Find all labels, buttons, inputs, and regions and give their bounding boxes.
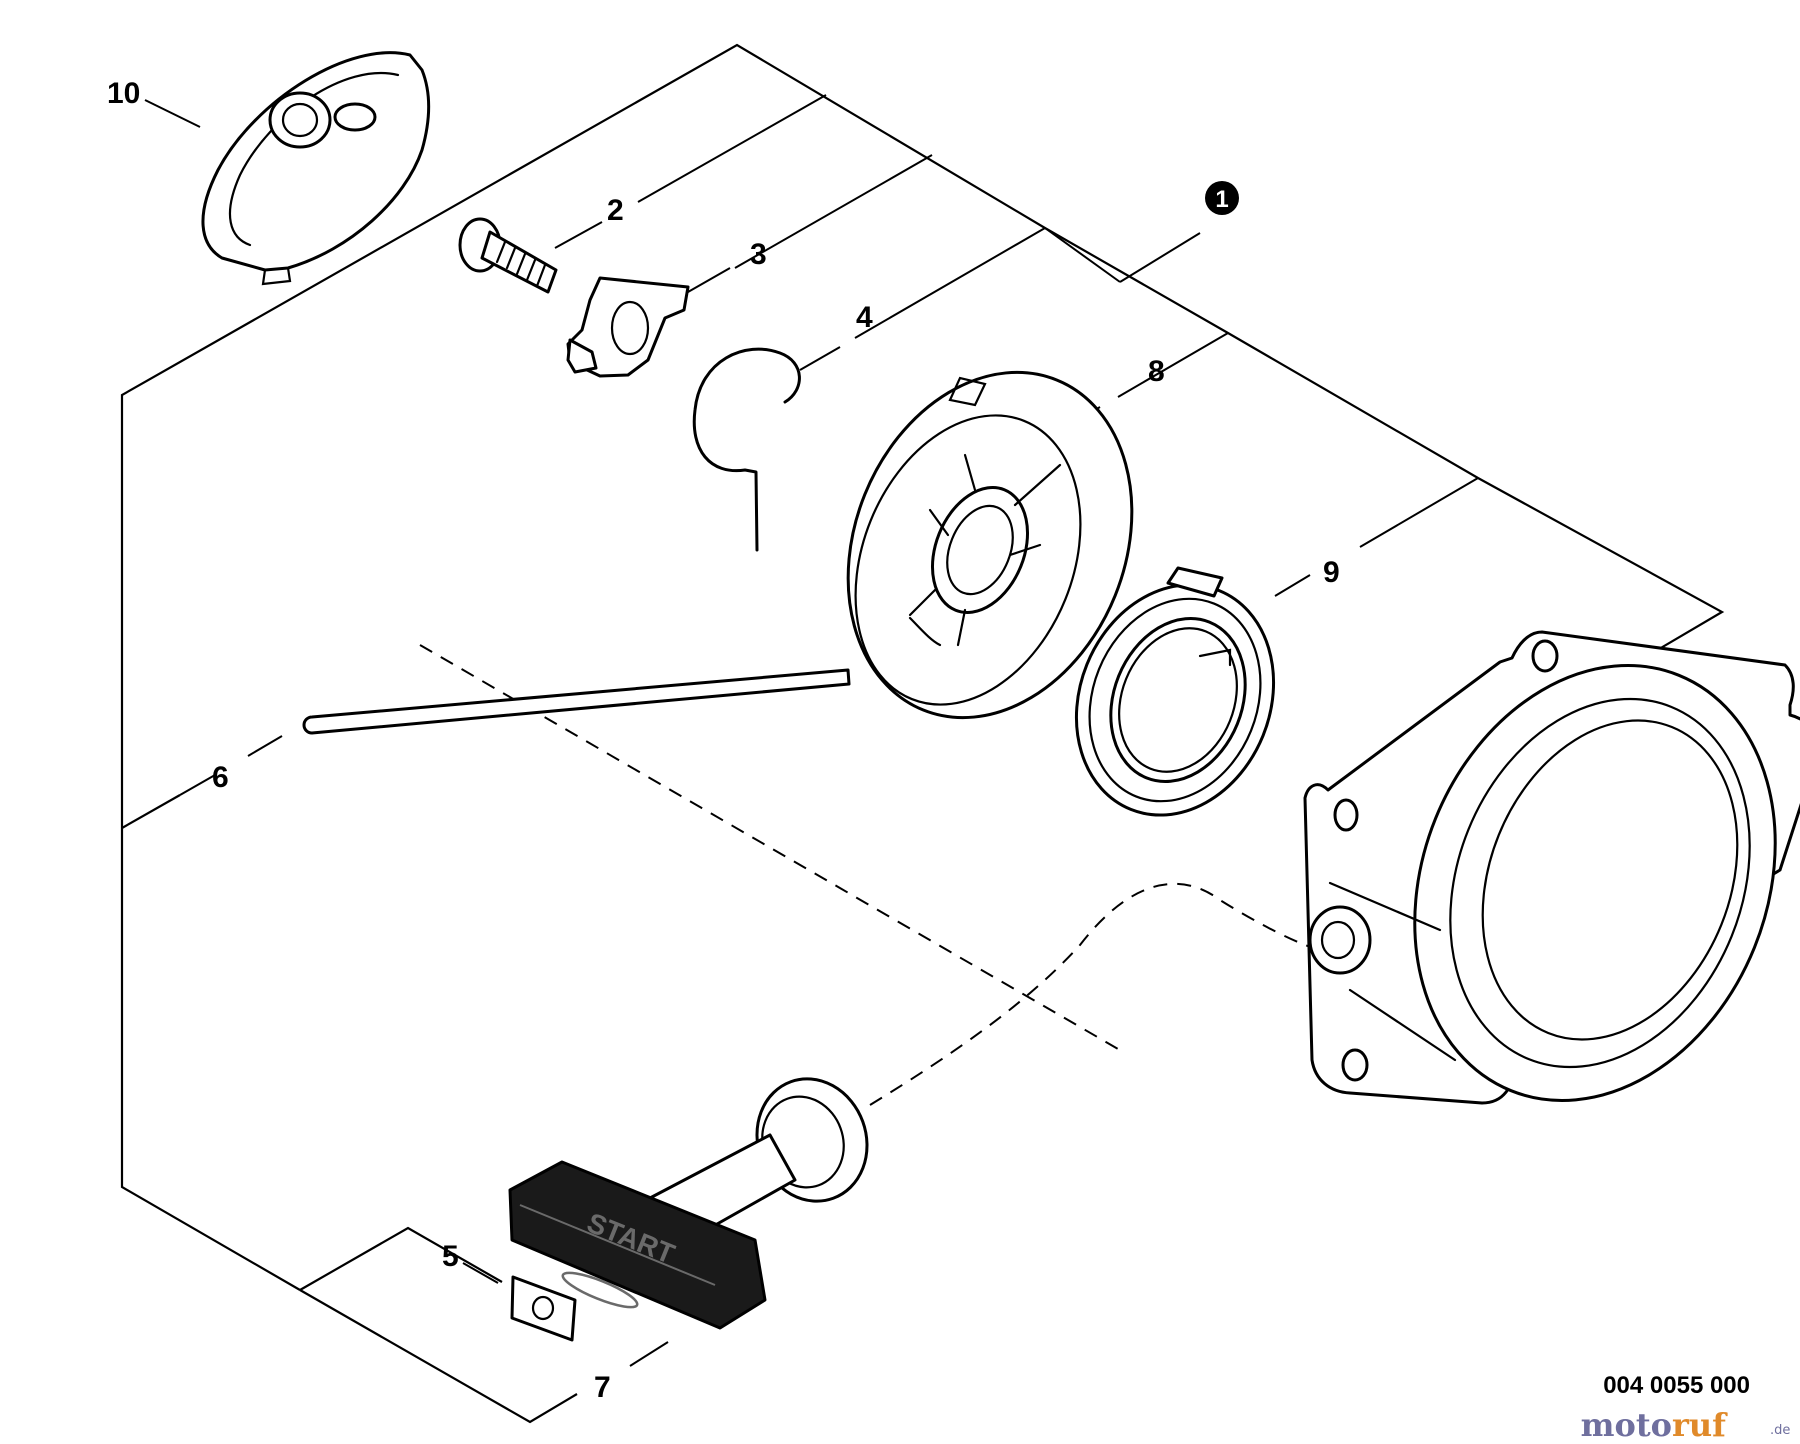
starter-rope-part-6 [302,668,851,735]
callout-4: 4 [856,301,873,334]
watermark-part-2: ruf [1672,1406,1728,1444]
callout-3: 3 [750,238,767,271]
callout-6: 6 [212,761,229,794]
pawl-carrier-part-10 [201,51,431,286]
assembly-number: 1 [1215,186,1228,213]
starter-housing [1303,630,1800,1105]
assembly-badge: 1 [1205,181,1239,215]
callout-7: 7 [594,1371,611,1404]
insert-part-5 [510,1275,577,1342]
callout-2: 2 [607,194,624,227]
rope-pulley-part-8 [846,370,1134,720]
screw-part-2 [458,217,558,294]
callout-8: 8 [1148,355,1165,388]
watermark: moto ruf .de [1581,1406,1791,1444]
pawl-part-3 [566,276,690,378]
starter-rope-path [869,882,1321,1106]
callout-5: 5 [442,1240,459,1273]
callout-labels: 10 2 3 4 8 9 6 5 7 [107,77,1340,1404]
watermark-suffix: .de [1770,1423,1790,1438]
leader-lines [144,94,1479,1367]
center-axis [419,644,1126,1054]
drawing-number: 004 0055 000 [1603,1372,1750,1399]
watermark-part-1: moto [1581,1406,1672,1444]
callout-10: 10 [107,77,140,110]
handle-part-7: START [508,1077,869,1330]
spring-clip-part-4 [692,347,801,552]
callout-9: 9 [1323,556,1340,589]
recoil-spring-part-9 [1074,566,1276,817]
